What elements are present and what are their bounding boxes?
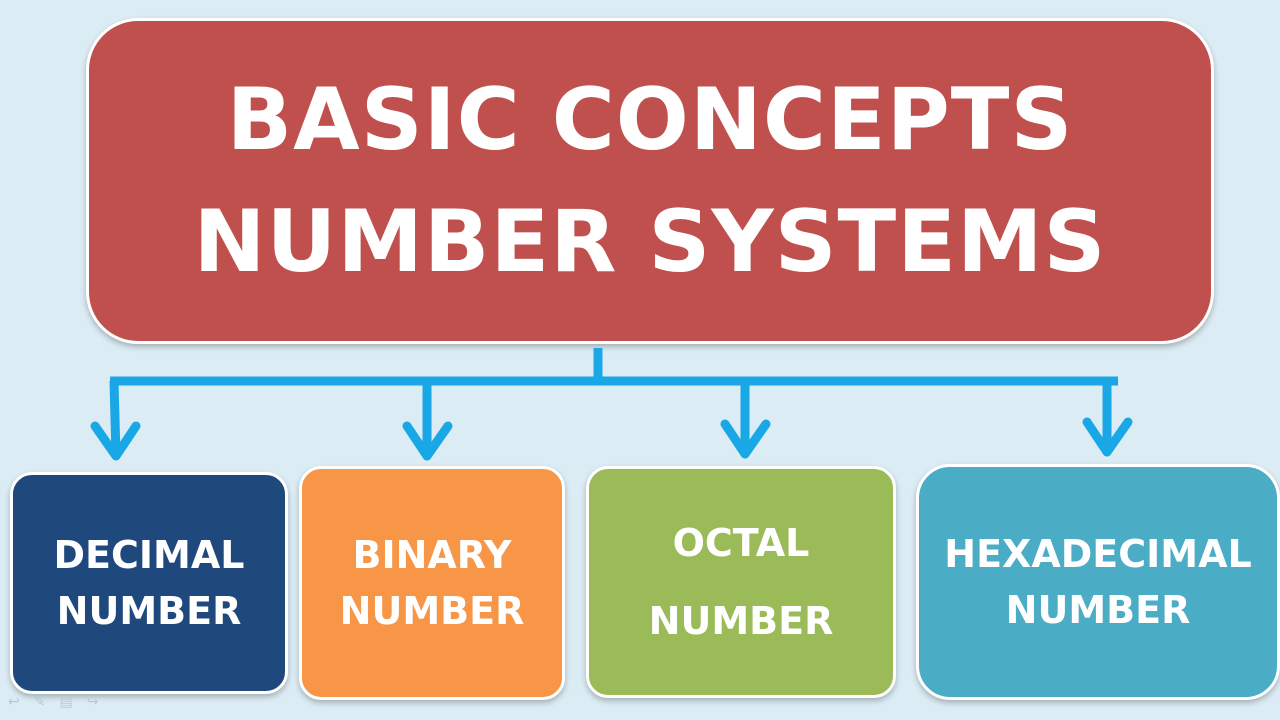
arrowhead-decimal [90,421,141,461]
decimal-number-box: DECIMAL NUMBER [10,472,288,694]
node-label-line-1: OCTAL [672,521,810,565]
octal-number-box: OCTAL NUMBER [586,466,896,698]
node-label-line-2: NUMBER [339,589,525,633]
node-label-line-1: BINARY [352,533,512,577]
arrowhead-hex [1082,417,1133,457]
node-label-line-2: NUMBER [648,599,834,643]
node-label-line-1: HEXADECIMAL [944,532,1252,576]
node-label-line-1: DECIMAL [53,533,245,577]
prev-arrow-icon[interactable]: ↩ [8,694,20,710]
menu-icon[interactable]: ▤ [59,694,73,710]
title-box: BASIC CONCEPTS NUMBER SYSTEMS [86,18,1214,344]
next-arrow-icon[interactable]: ↪ [86,694,99,710]
node-label-line-2: NUMBER [1005,588,1191,632]
title-line-1: BASIC CONCEPTS [226,70,1074,170]
arrowhead-octal [720,419,771,459]
binary-number-box: BINARY NUMBER [299,466,565,700]
slide-controls: ↩ ✎ ▤ ↪ [8,694,98,710]
node-label-line-2: NUMBER [56,589,242,633]
pen-icon[interactable]: ✎ [33,694,46,710]
hexadecimal-number-box: HEXADECIMAL NUMBER [916,464,1280,700]
connector-drop-decimal [109,380,121,457]
arrowhead-binary [402,421,453,461]
title-line-2: NUMBER SYSTEMS [193,192,1107,292]
